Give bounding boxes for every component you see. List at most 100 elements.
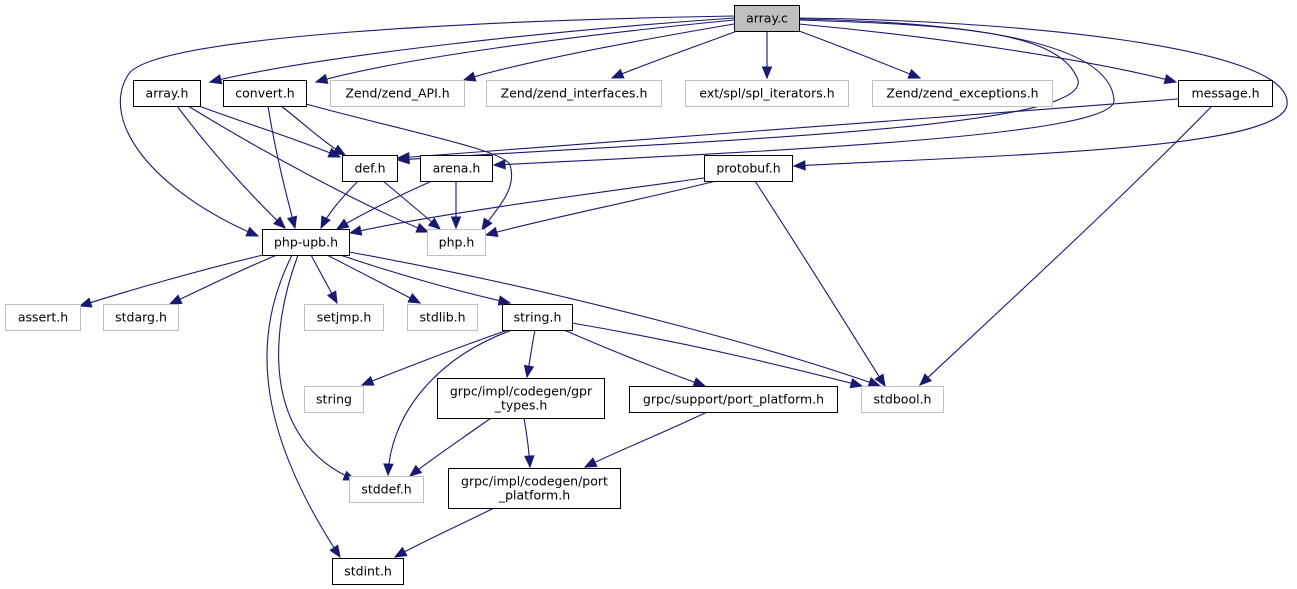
edge-convert_h-to-php_upb_h xyxy=(267,105,298,230)
arrowhead-icon xyxy=(919,373,932,386)
edge-line xyxy=(793,17,1288,167)
edge-array_c-to-zend_api_h xyxy=(462,23,735,82)
node-codegen-port-platform-h[interactable]: grpc/impl/codegen/port_platform.h xyxy=(448,468,621,509)
node-label: stdint.h xyxy=(344,564,392,579)
arrowhead-icon xyxy=(415,222,430,233)
arrowhead-icon xyxy=(462,71,477,82)
nodes-layer: array.c array.h convert.h Zend/zend_API.h Ze… xyxy=(5,5,1273,585)
edge-line xyxy=(349,177,705,234)
node-convert-h[interactable]: convert.h xyxy=(223,80,307,107)
node-support-port-platform-h[interactable]: grpc/support/port_platform.h xyxy=(629,386,838,413)
node-stdlib-h: stdlib.h xyxy=(407,304,478,331)
node-box xyxy=(133,80,201,107)
edge-line xyxy=(209,17,735,83)
node-array-c[interactable]: array.c xyxy=(734,5,800,32)
arrowhead-icon xyxy=(484,226,499,237)
node-box xyxy=(304,304,384,331)
node-string-h[interactable]: string.h xyxy=(502,304,573,331)
node-label: stdbool.h xyxy=(874,392,932,407)
arrowhead-icon xyxy=(481,217,493,232)
arrowhead-icon xyxy=(287,215,298,230)
arrowhead-icon xyxy=(208,74,223,85)
edge-def_h-to-php_h xyxy=(382,180,442,230)
arrowhead-icon xyxy=(335,218,350,230)
node-label: Zend/zend_API.h xyxy=(345,86,449,101)
node-label: protobuf.h xyxy=(716,161,780,176)
edge-line xyxy=(611,30,738,79)
edge-message_h-to-stdbool_h xyxy=(919,105,1213,386)
node-box xyxy=(330,80,465,107)
node-label: php-upb.h xyxy=(274,235,338,250)
arrowhead-icon xyxy=(497,295,512,306)
arrowhead-icon xyxy=(849,378,864,389)
node-array-h[interactable]: array.h xyxy=(133,80,201,107)
arrowhead-icon xyxy=(907,68,922,79)
node-php-h: php.h xyxy=(427,229,486,256)
edge-string_h-to-stddef_h xyxy=(383,329,513,477)
node-string: string xyxy=(304,386,364,413)
node-label: def.h xyxy=(354,161,385,176)
edge-array_h-to-php_upb_h xyxy=(176,105,286,229)
node-box xyxy=(734,5,800,32)
edge-line xyxy=(798,23,1177,83)
edge-protobuf_h-to-php_upb_h xyxy=(348,177,705,236)
arrowhead-icon xyxy=(610,68,625,79)
edge-array_c-to-zend_exceptions_h xyxy=(798,30,922,79)
node-label: message.h xyxy=(1191,86,1259,101)
arrowhead-icon xyxy=(492,159,506,170)
edge-line xyxy=(198,105,341,158)
edge-convert_h-to-php_h xyxy=(305,103,513,232)
edge-gpr_types_h-to-codegen_port_platform_h xyxy=(523,417,535,469)
node-box xyxy=(407,304,478,331)
arrowhead-icon xyxy=(792,160,806,171)
edge-array_c-to-spl_iterators_h xyxy=(761,31,773,80)
node-label: string xyxy=(316,392,352,407)
edge-line xyxy=(119,15,735,237)
node-protobuf-h[interactable]: protobuf.h xyxy=(704,155,793,182)
arrowhead-icon xyxy=(874,373,886,388)
edge-array_c-to-message_h xyxy=(798,23,1178,85)
edge-codegen_port_platform_h-to-stdint_h xyxy=(393,507,495,558)
arrowhead-icon xyxy=(348,225,363,236)
node-gpr-types-h[interactable]: grpc/impl/codegen/gpr_types.h xyxy=(437,378,605,419)
edge-line xyxy=(266,254,341,558)
node-setjmp-h: setjmp.h xyxy=(304,304,384,331)
arrowhead-icon xyxy=(326,290,338,305)
node-stdint-h[interactable]: stdint.h xyxy=(332,558,404,585)
arrowhead-icon xyxy=(692,377,707,388)
node-php-upb-h[interactable]: php-upb.h xyxy=(262,229,350,256)
node-label: grpc/impl/codegen/gpr xyxy=(450,384,593,399)
node-box xyxy=(704,155,793,182)
node-box xyxy=(5,304,81,331)
edge-convert_h-to-def_h xyxy=(280,105,347,156)
node-box xyxy=(437,378,605,419)
node-label: _types.h xyxy=(494,398,548,413)
edge-line xyxy=(798,30,921,79)
edge-string_h-to-stdbool_h xyxy=(571,322,864,389)
edge-line xyxy=(267,105,296,229)
edge-array_h-to-php_h xyxy=(187,105,430,233)
edge-array_c-to-php_upb_h xyxy=(119,15,735,237)
arrowhead-icon xyxy=(273,216,286,229)
node-label: grpc/impl/codegen/port xyxy=(461,474,608,489)
node-assert-h: assert.h xyxy=(5,304,81,331)
node-box xyxy=(304,386,364,413)
edge-string_h-to-gpr_types_h xyxy=(523,329,536,379)
node-stddef-h: stddef.h xyxy=(349,476,424,503)
node-message-h[interactable]: message.h xyxy=(1178,80,1273,107)
node-label: stddef.h xyxy=(361,482,411,497)
node-label: array.h xyxy=(146,86,189,101)
arrowhead-icon xyxy=(320,215,331,230)
node-def-h[interactable]: def.h xyxy=(342,155,398,182)
node-box xyxy=(629,386,838,413)
edge-line xyxy=(280,105,346,156)
arrowhead-icon xyxy=(450,216,462,230)
node-label: grpc/support/port_platform.h xyxy=(643,392,824,407)
node-label: setjmp.h xyxy=(317,310,372,325)
node-zend-exceptions-h: Zend/zend_exceptions.h xyxy=(872,80,1053,107)
node-box xyxy=(420,155,493,182)
edge-line xyxy=(463,23,735,81)
node-label: ext/spl/spl_iterators.h xyxy=(699,86,834,101)
node-arena-h[interactable]: arena.h xyxy=(420,155,493,182)
